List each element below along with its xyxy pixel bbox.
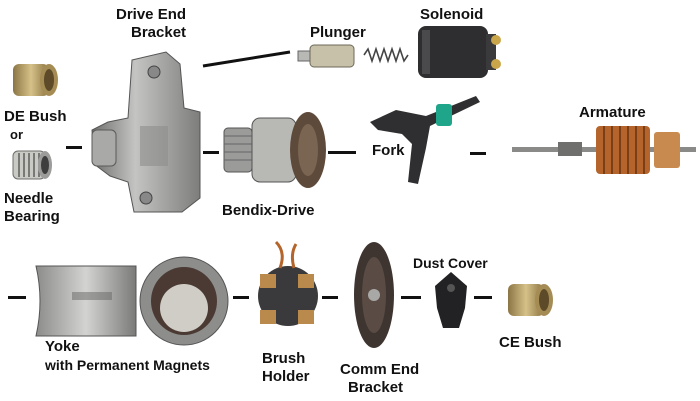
yoke-icon <box>35 256 229 346</box>
needle-bearing-icon <box>12 150 52 180</box>
armature-icon <box>512 126 696 174</box>
label-brush-holder-line1: Brush <box>262 350 306 367</box>
plunger-icon <box>297 44 355 68</box>
label-comm-end-bracket-line1: Comm End <box>340 361 420 378</box>
fork-icon <box>370 96 480 184</box>
dust-cover-icon <box>435 272 467 328</box>
label-plunger: Plunger <box>310 24 366 41</box>
connector-dash <box>474 296 492 299</box>
connector-dash <box>401 296 421 299</box>
connector-dash <box>8 296 26 299</box>
ce-bush-icon <box>508 284 553 316</box>
connector-dash <box>66 146 82 149</box>
label-drive-end-bracket-line2: Bracket <box>131 24 187 41</box>
drive-end-bracket-icon <box>91 51 201 213</box>
connector-dash <box>233 296 249 299</box>
label-needle-bearing-line2: Bearing <box>4 208 60 225</box>
label-brush-holder-line2: Holder <box>262 368 310 385</box>
connector-dash <box>328 151 356 154</box>
label-yoke-line1: Yoke <box>45 338 80 355</box>
label-needle-bearing-line1: Needle <box>4 190 54 207</box>
bendix-drive-icon <box>223 112 326 188</box>
label-dust-cover: Dust Cover <box>413 255 488 271</box>
label-solenoid: Solenoid <box>420 6 484 23</box>
connector-dash <box>203 151 219 154</box>
brush-holder-icon <box>258 240 318 326</box>
de-bush-icon <box>13 64 58 96</box>
label-comm-end-bracket-line2: Bracket <box>348 379 404 396</box>
comm-end-bracket-icon <box>354 242 394 348</box>
solenoid-icon <box>418 26 501 78</box>
label-drive-end-bracket-line1: Drive End <box>116 6 187 23</box>
label-armature: Armature <box>579 104 646 121</box>
label-ce-bush: CE Bush <box>499 334 562 351</box>
connector-dash <box>470 152 486 155</box>
connector-dash <box>322 296 338 299</box>
label-or: or <box>10 127 23 142</box>
label-fork: Fork <box>372 142 405 159</box>
label-yoke-line2: with Permanent Magnets <box>45 357 210 373</box>
label-de-bush: DE Bush <box>4 108 67 125</box>
label-bendix-drive: Bendix-Drive <box>222 202 315 219</box>
spring-icon <box>363 46 409 64</box>
